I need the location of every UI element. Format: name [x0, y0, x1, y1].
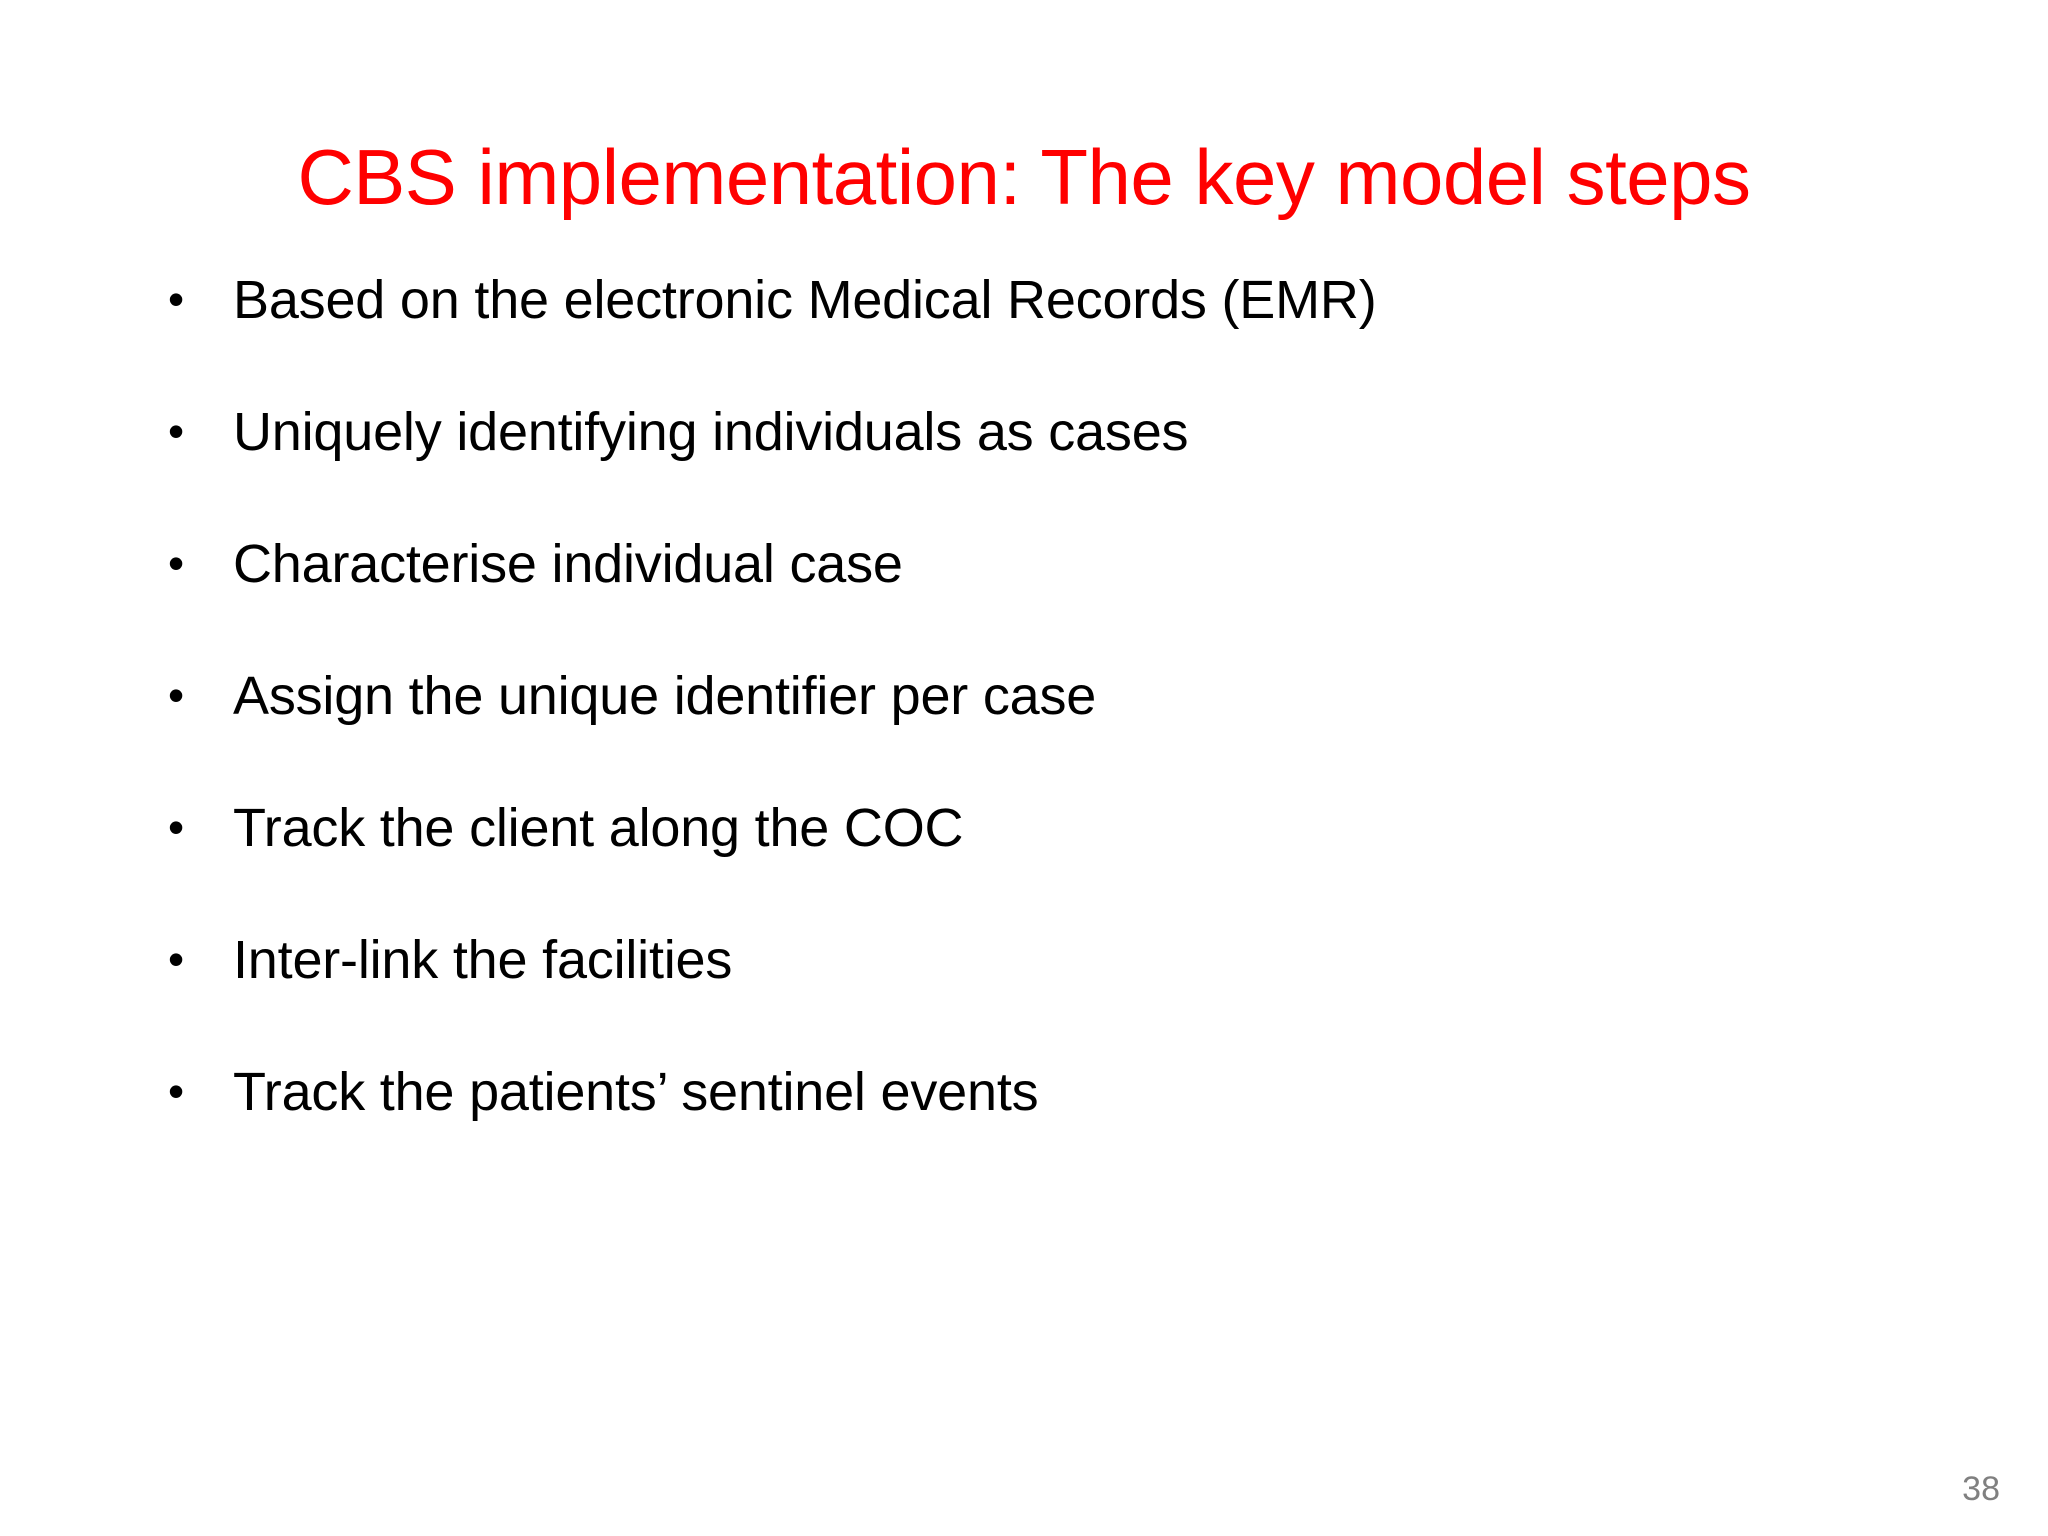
bullet-item-label: Track the patients’ sentinel events	[233, 1062, 1039, 1122]
bullet-point-icon: •	[168, 933, 184, 985]
bullet-item-2: • Uniquely identifying individuals as ca…	[150, 404, 1850, 536]
bullet-point-icon: •	[168, 405, 184, 457]
bullet-item-label: Based on the electronic Medical Records …	[233, 270, 1377, 330]
bullet-item-1: • Based on the electronic Medical Record…	[150, 272, 1850, 404]
bullet-point-icon: •	[168, 669, 184, 721]
bullet-item-6: • Inter-link the facilities	[150, 932, 1850, 1064]
bullet-item-label: Inter-link the facilities	[233, 930, 733, 990]
bullet-item-7: • Track the patients’ sentinel events	[150, 1064, 1850, 1196]
bullet-item-label: Assign the unique identifier per case	[233, 666, 1097, 726]
bullet-list: • Based on the electronic Medical Record…	[150, 272, 1850, 1196]
bullet-point-icon: •	[168, 273, 184, 325]
bullet-item-label: Track the client along the COC	[233, 798, 964, 858]
bullet-item-3: • Characterise individual case	[150, 536, 1850, 668]
bullet-point-icon: •	[168, 801, 184, 853]
page-number: 38	[1962, 1470, 2000, 1508]
bullet-item-label: Uniquely identifying individuals as case…	[233, 402, 1189, 462]
bullet-item-label: Characterise individual case	[233, 534, 903, 594]
slide-title: CBS implementation: The key model steps	[297, 133, 1751, 222]
bullet-item-5: • Track the client along the COC	[150, 800, 1850, 932]
bullet-point-icon: •	[168, 537, 184, 589]
bullet-point-icon: •	[168, 1065, 184, 1117]
bullet-item-4: • Assign the unique identifier per case	[150, 668, 1850, 800]
